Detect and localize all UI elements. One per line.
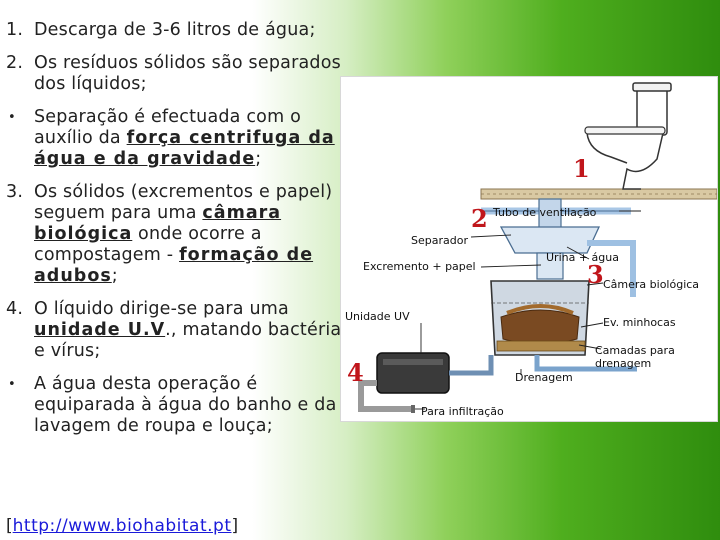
list-item: • A água desta operação é equiparada à á… xyxy=(6,374,351,437)
list-item: • Separação é efectuada com o auxílio da… xyxy=(6,107,351,170)
step-number-4: 4 xyxy=(347,358,364,387)
bracket-open: [ xyxy=(6,516,13,536)
label-camadas-2: drenagem xyxy=(595,357,651,370)
list-item: 4. O líquido dirige-se para uma unidade … xyxy=(6,299,351,362)
item-marker: 2. xyxy=(6,53,24,73)
label-camera-biologica: Câmera biológica xyxy=(603,278,699,291)
item-marker: 3. xyxy=(6,182,24,202)
infiltration-pipe xyxy=(358,380,411,412)
keyword-camara-biologica: câmara biológica xyxy=(34,203,282,244)
step-number-2: 2 xyxy=(471,204,488,233)
list-item: 1. Descarga de 3-6 litros de água; xyxy=(6,20,351,41)
item-text: ., matando bactérias e vírus; xyxy=(34,320,351,361)
bullet-marker: • xyxy=(8,110,16,125)
urine-pipe xyxy=(587,240,636,297)
uv-unit-box xyxy=(376,352,494,394)
chute xyxy=(536,252,564,280)
item-text: A água desta operação é equiparada à águ… xyxy=(34,374,337,436)
content-list: 1. Descarga de 3-6 litros de água; 2. Os… xyxy=(6,20,351,449)
label-urina-agua: Urina + água xyxy=(546,251,619,264)
item-text: ; xyxy=(111,266,118,286)
item-text: Separação é efectuada com o auxílio da xyxy=(34,107,302,148)
label-excremento-papel: Excremento + papel xyxy=(363,260,476,273)
item-marker: 4. xyxy=(6,299,24,319)
keyword-formacao-adubos: formação de adubos xyxy=(34,245,314,286)
label-separador: Separador xyxy=(411,234,468,247)
bracket-close: ] xyxy=(231,516,239,536)
label-ev-minhocas: Ev. minhocas xyxy=(603,316,676,329)
item-text: ; xyxy=(255,149,262,169)
biological-chamber xyxy=(490,280,590,356)
item-text: Os resíduos sólidos são separados dos lí… xyxy=(34,53,341,94)
drainage-pipe xyxy=(534,355,637,372)
item-text: Descarga de 3-6 litros de água; xyxy=(34,20,316,40)
label-para-infiltracao: Para infiltração xyxy=(421,405,504,418)
keyword-unidade-uv: unidade U.V xyxy=(34,320,166,340)
item-text: Os sólidos (excrementos e papel) seguem … xyxy=(34,182,333,223)
step-number-1: 1 xyxy=(573,154,590,183)
toilet-icon xyxy=(584,82,672,190)
composting-toilet-diagram: Tubo de ventilação Separador Urina + águ… xyxy=(340,76,718,422)
list-item: 2. Os resíduos sólidos são separados dos… xyxy=(6,53,351,95)
label-unidade-uv: Unidade UV xyxy=(345,310,410,323)
label-tubo-ventilacao: Tubo de ventilação xyxy=(492,206,597,219)
source-link[interactable]: http://www.biohabitat.pt xyxy=(12,516,232,536)
label-camadas-1: Camadas para xyxy=(595,344,675,357)
bullet-marker: • xyxy=(8,377,16,392)
step-number-3: 3 xyxy=(587,260,604,289)
label-drenagem: Drenagem xyxy=(515,371,573,384)
item-marker: 1. xyxy=(6,20,24,40)
source-citation: [http://www.biohabitat.pt] xyxy=(6,516,238,536)
separator-funnel xyxy=(499,226,601,254)
diagram-svg: Tubo de ventilação Separador Urina + águ… xyxy=(345,82,717,418)
item-text: O líquido dirige-se para uma xyxy=(34,299,289,319)
keyword-forca-centrifuga: força centrifuga da água e da gravidade xyxy=(34,128,335,169)
list-item: 3. Os sólidos (excrementos e papel) segu… xyxy=(6,182,351,287)
item-text: onde ocorre a compostagem - xyxy=(34,224,262,265)
leader-lines xyxy=(415,210,641,410)
